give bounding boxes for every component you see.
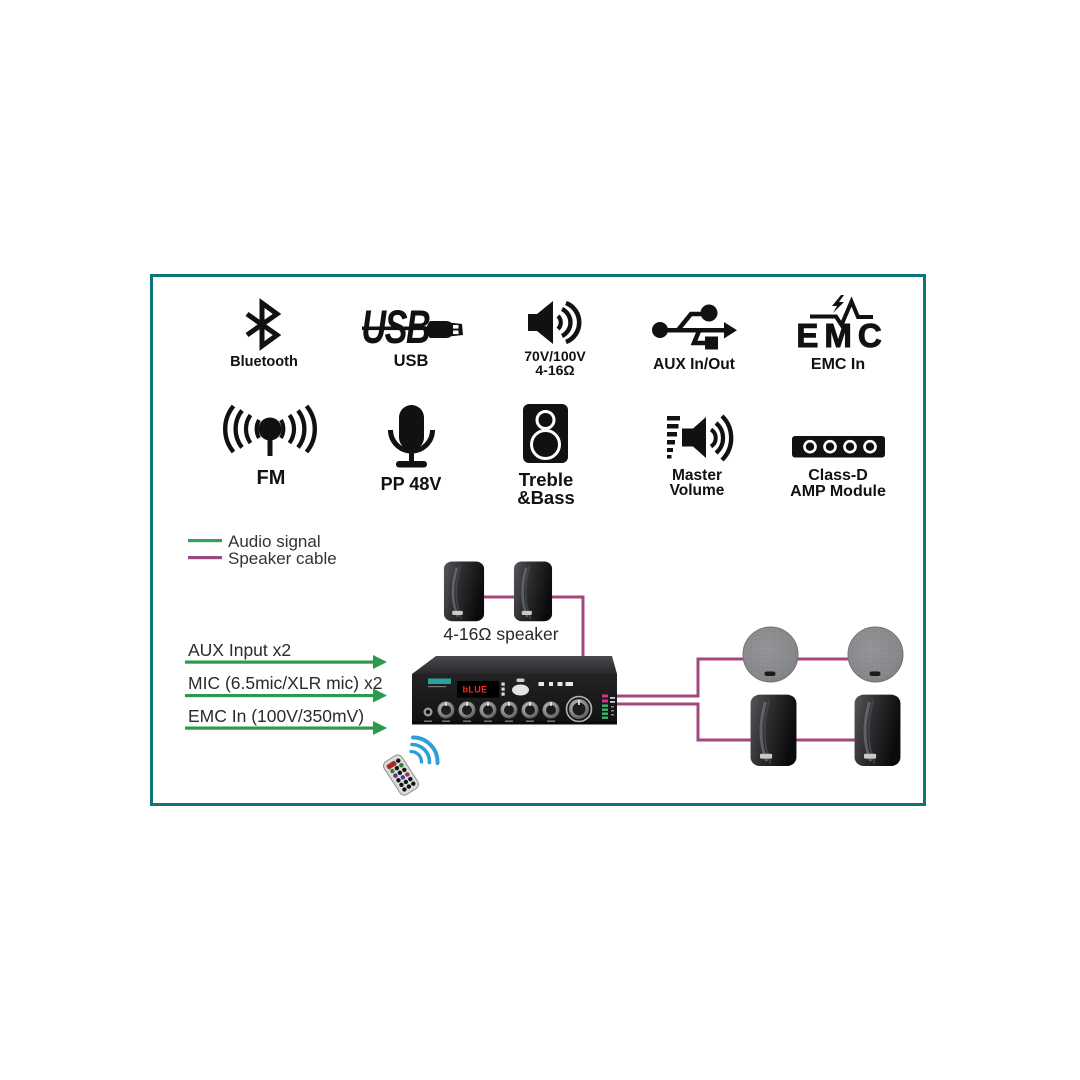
svg-text:MIC (6.5mic/XLR mic) x2: MIC (6.5mic/XLR mic) x2 — [188, 673, 382, 693]
svg-text:4-16Ω speaker: 4-16Ω speaker — [443, 624, 558, 644]
svg-text:AMP Module: AMP Module — [790, 483, 886, 500]
svg-text:Class-D: Class-D — [808, 467, 868, 484]
svg-text:EMC In (100V/350mV): EMC In (100V/350mV) — [188, 706, 364, 726]
svg-text:PP 48V: PP 48V — [381, 474, 442, 494]
svg-text:4-16Ω: 4-16Ω — [535, 362, 574, 378]
svg-text:Speaker cable: Speaker cable — [228, 549, 337, 568]
svg-text:USB: USB — [394, 352, 429, 370]
svg-text:Bluetooth: Bluetooth — [230, 354, 298, 370]
svg-text:Master: Master — [672, 467, 722, 484]
svg-text:AUX In/Out: AUX In/Out — [653, 356, 735, 373]
svg-text:FM: FM — [257, 467, 286, 489]
svg-text:Treble: Treble — [519, 469, 574, 490]
svg-text:bLUE: bLUE — [462, 685, 487, 695]
svg-text:Audio signal: Audio signal — [228, 532, 321, 551]
svg-text:Volume: Volume — [670, 482, 725, 499]
svg-text:EMC: EMC — [796, 317, 887, 354]
svg-text:&Bass: &Bass — [517, 487, 575, 508]
svg-text:AUX Input x2: AUX Input x2 — [188, 640, 291, 660]
svg-text:70V/100V: 70V/100V — [524, 348, 586, 364]
svg-text:EMC In: EMC In — [811, 356, 865, 373]
